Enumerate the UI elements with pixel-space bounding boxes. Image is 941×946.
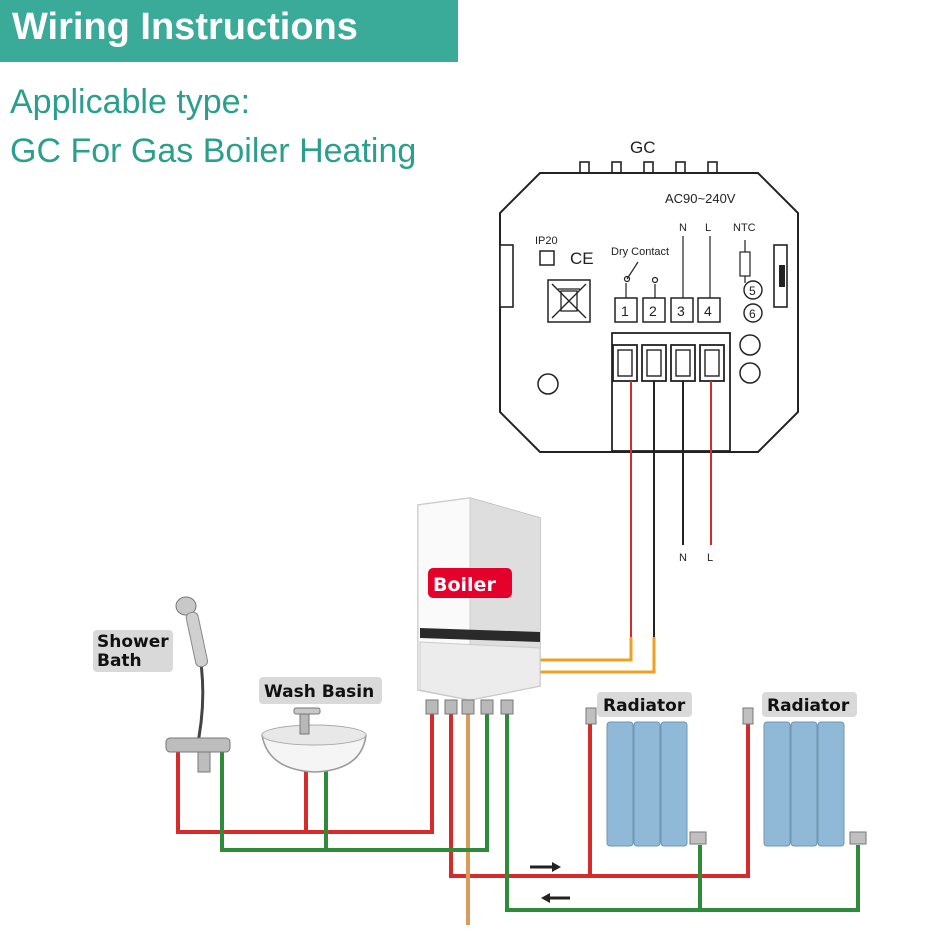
shower-tag: [93, 630, 173, 672]
radiator-1-tag: [597, 692, 692, 717]
title-banner: Wiring Instructions: [0, 0, 458, 62]
l-wire-label: L: [707, 552, 713, 564]
ip-square-icon: [539, 250, 555, 266]
radiator-1: [585, 707, 707, 847]
shower-fixture: [165, 596, 231, 773]
l-terminal-label: L: [705, 222, 711, 234]
mounting-hole: [537, 373, 559, 395]
ce-mark: CE: [570, 249, 594, 268]
terminal-block: [611, 332, 731, 452]
flow-arrows: [530, 862, 570, 903]
terminal-1-label: 1: [621, 303, 629, 319]
wash-basin: [261, 707, 367, 773]
shower-label-line1: Shower: [97, 632, 169, 652]
dry-contact-label: Dry Contact: [611, 246, 669, 258]
radiator-1-label: Radiator: [603, 696, 686, 716]
terminal-5-label: 5: [749, 284, 756, 298]
thermostat-back-panel: GC AC90~240V IP20 CE Dry Contact N L NTC: [499, 138, 799, 453]
hot-water-pipes: [176, 700, 750, 925]
return-water-pipes: [220, 700, 860, 912]
radiator-2-tag: [762, 692, 857, 717]
boiler-label: Boiler: [433, 574, 496, 596]
wash-basin-label: Wash Basin: [264, 682, 374, 702]
device-model-label: GC: [630, 138, 656, 157]
terminal-6-label: 6: [749, 307, 756, 321]
page-title: Wiring Instructions: [12, 6, 358, 48]
terminal-3-label: 3: [677, 303, 685, 319]
terminal-4-label: 4: [704, 303, 712, 319]
shower-label-line2: Bath: [97, 651, 142, 671]
signal-cable: [520, 637, 656, 674]
terminal-2-label: 2: [649, 303, 657, 319]
n-terminal-label: N: [679, 222, 687, 234]
boiler-tag: [428, 568, 512, 598]
ip-rating-label: IP20: [535, 235, 558, 247]
terminal-number-row: 1 2 3 4: [614, 297, 721, 323]
weee-bin-icon: [547, 279, 591, 323]
n-wire-label: N: [679, 552, 687, 564]
wash-basin-tag: [259, 677, 382, 704]
radiator-2: [742, 707, 867, 847]
left-clip: [499, 244, 514, 308]
voltage-label: AC90~240V: [665, 191, 736, 206]
applicable-type-value: GC For Gas Boiler Heating: [10, 132, 417, 170]
boiler-unit: Boiler: [417, 497, 541, 701]
control-wires: [630, 381, 712, 637]
radiator-2-label: Radiator: [767, 696, 850, 716]
applicable-type-label: Applicable type:: [10, 83, 251, 121]
ntc-label: NTC: [733, 222, 756, 234]
